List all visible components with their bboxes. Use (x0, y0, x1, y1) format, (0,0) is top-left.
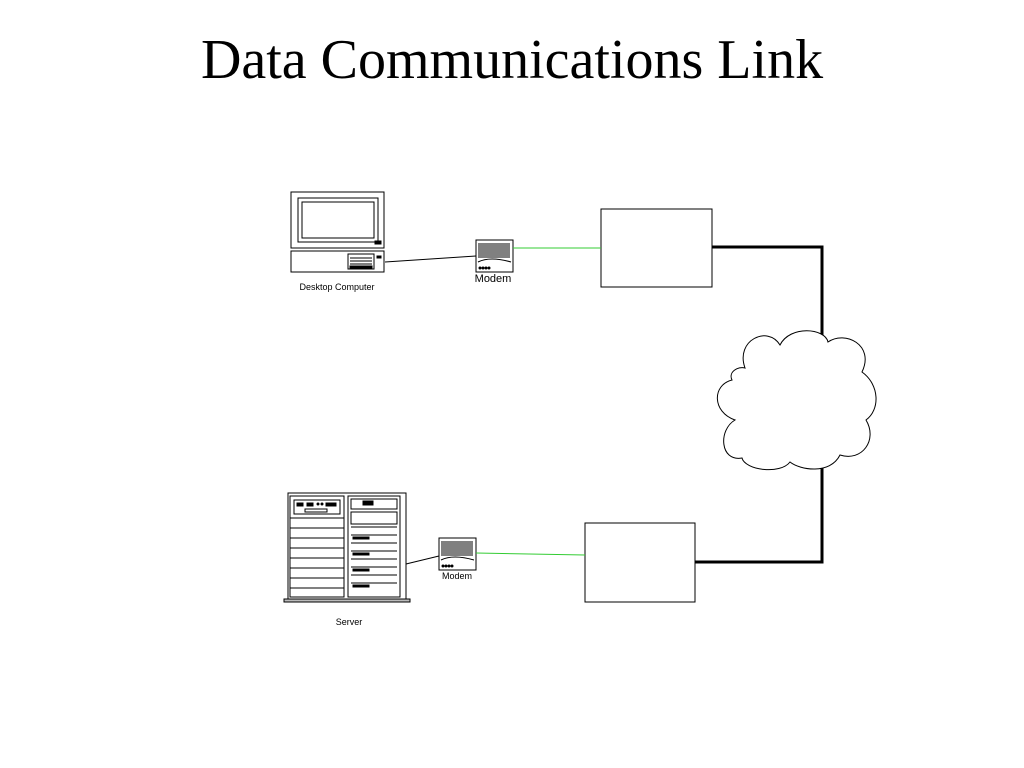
modem-bottom-icon (438, 537, 477, 571)
server-label: Server (336, 617, 363, 627)
network-cloud-icon (716, 330, 877, 471)
network-box-bottom (584, 522, 696, 603)
network-box-top (600, 208, 713, 288)
desktop-computer-icon (290, 191, 385, 273)
page-title: Data Communications Link (200, 29, 824, 91)
server-to-modem-line (405, 555, 440, 565)
desktop-to-modem-line (384, 255, 477, 263)
modem-top-icon (475, 239, 514, 273)
modem-bottom-label: Modem (442, 571, 472, 581)
server-icon (283, 492, 411, 603)
trunk-line-bottom (695, 452, 824, 564)
modem-to-box-bottom-link (475, 552, 586, 556)
modem-top-label: Modem (475, 273, 512, 285)
trunk-line-top (712, 245, 824, 342)
desktop-computer-label: Desktop Computer (299, 282, 374, 292)
